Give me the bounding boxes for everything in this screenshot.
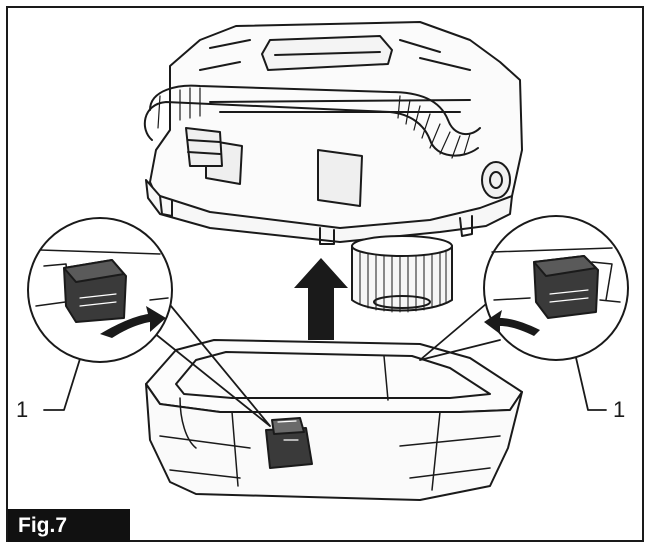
tank-rim (145, 339, 523, 413)
left-detail-view (27, 217, 173, 363)
tank (145, 339, 523, 501)
callout-label-right: 1 (613, 397, 626, 422)
right-callout-wedge (419, 303, 501, 361)
power-head-base (145, 179, 513, 243)
hose-inner (143, 101, 479, 157)
hose-coupling (185, 127, 223, 167)
callout-label-left: 1 (16, 397, 29, 422)
right-detail-view (483, 215, 629, 361)
up-arrow-icon (294, 258, 348, 340)
tank-body (145, 383, 523, 501)
side-knob (481, 161, 511, 199)
hose (143, 84, 481, 167)
tank-latch (265, 417, 313, 469)
figure-caption: Fig.7 (8, 509, 130, 542)
hose-outer (149, 84, 481, 136)
power-head (145, 21, 523, 245)
filter-cartridge (351, 235, 453, 313)
curved-arrow-icon (100, 306, 166, 338)
curved-arrow-icon (484, 310, 540, 336)
